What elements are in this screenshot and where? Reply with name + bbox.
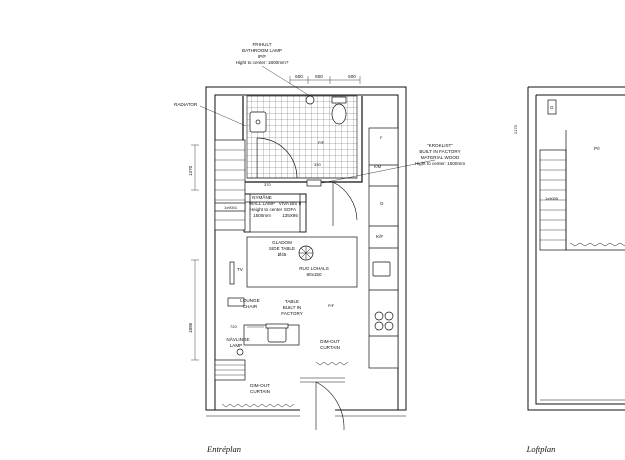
- pf-label: P/F: [318, 140, 325, 145]
- loft-dim-2170: 2170: [513, 124, 518, 134]
- nymane-label-2: WALL LAMP: [249, 201, 275, 206]
- loft-code: 1x9005: [545, 196, 559, 201]
- kroklist-label-2: BUILT IN FACTORY: [419, 149, 460, 154]
- frihult-label-1: FRIHULT: [252, 42, 271, 47]
- kroklist-label-3: MATERIAL WOOD: [421, 155, 460, 160]
- entry-plan: [191, 65, 436, 431]
- caption-loft: Loftplan: [526, 444, 556, 454]
- dim-top-3: 500: [348, 74, 356, 79]
- frihult-label-2: BATHROOM LAMP: [242, 48, 282, 53]
- viva-label-2: SOFA: [284, 207, 297, 212]
- frihult-label-3: IP/F: [258, 54, 267, 59]
- sink-icon: [249, 111, 267, 133]
- lounge-chair-icon: [227, 297, 245, 307]
- tv-icon: [229, 261, 235, 285]
- kroklist-label-1: "KROKLIST": [427, 143, 453, 148]
- rug-label-1: RUG LOHALS: [299, 266, 329, 271]
- shower-door-arc: [256, 137, 298, 179]
- dim-330: 330: [314, 162, 321, 167]
- kroklist-shelf: [306, 179, 322, 187]
- dim-top-1: 600: [295, 74, 303, 79]
- nymane-label-1: NYMÅNE: [252, 194, 272, 200]
- loft-bed-area: [565, 130, 625, 251]
- kitchen-units: [368, 127, 399, 369]
- nymane-label-4: 1500mm: [253, 213, 271, 218]
- dimout-curtain-bottom: [221, 403, 295, 408]
- tag-f: F: [380, 135, 383, 140]
- outer-walls: [205, 86, 407, 417]
- table-label-2: BUILT IN: [283, 305, 301, 310]
- viva-label-3: 135X95: [282, 213, 298, 218]
- tv-label: TV: [237, 267, 244, 272]
- lounge-label-1: LOUNGE: [240, 298, 259, 303]
- navlinge-label-1: NÄVLINGE: [226, 336, 249, 342]
- gladom-label-1: GLADOM: [272, 240, 292, 245]
- rug-label-2: 80x150: [306, 272, 322, 277]
- loft-plan: [527, 86, 625, 411]
- table-label-3: FACTORY: [281, 311, 303, 316]
- loft-tag-g: G: [550, 105, 554, 110]
- lounge-label-2: CHAIR: [243, 304, 258, 309]
- door-code: 1x9001: [224, 205, 238, 210]
- radiator-label: RADIATOR: [174, 102, 198, 107]
- bathroom-lamp-icon: [305, 95, 315, 105]
- rug-icon: [246, 236, 358, 288]
- dim-720: 720: [230, 324, 237, 329]
- gladom-label-3: Ø45: [278, 252, 287, 257]
- wm-label: K/M: [374, 164, 381, 169]
- nymane-label-3: Height to center: [250, 207, 283, 212]
- dimout-right-label-1: DIM-OUT: [320, 339, 340, 344]
- storage-block: [214, 359, 246, 381]
- chair-icon: [265, 323, 289, 343]
- dim-370: 370: [264, 182, 271, 187]
- frihult-label-4: Hight to center: 1800mm?: [236, 60, 289, 65]
- dimout-right-label-2: CURTAIN: [320, 345, 340, 350]
- entry-stair: [214, 139, 246, 231]
- gladom-label-2: SIDE TABLE: [269, 246, 295, 251]
- table-label-1: TABLE: [285, 299, 299, 304]
- tag-g-1: G: [380, 201, 384, 206]
- caption-entry: Entréplan: [206, 444, 241, 454]
- navlinge-lamp-icon: [236, 348, 244, 356]
- kroklist-label-4: Hight to center: 1500mm: [415, 161, 465, 166]
- fridge-label: K/F: [376, 234, 383, 239]
- dim-left-lower: 1895: [188, 322, 193, 333]
- navlinge-label-2: LAMP: [230, 343, 243, 348]
- bathroom-door: [332, 181, 358, 226]
- loft-railing: [569, 242, 625, 247]
- leader-lines: [199, 65, 436, 184]
- dimension-lines: [191, 76, 361, 361]
- dim-left-upper: 1470: [188, 165, 193, 176]
- annotations: FRIHULT BATHROOM LAMP IP/F Hight to cent…: [174, 42, 600, 454]
- toilet-icon: [331, 96, 347, 125]
- loft-tag-pi: P/I: [594, 146, 600, 151]
- entry-door: [300, 377, 345, 431]
- dim-top-2: 600: [315, 74, 323, 79]
- pf-label-lower: P/F: [328, 303, 335, 308]
- dimout-bottom-label-2: CURTAIN: [250, 389, 270, 394]
- side-table-icon: [298, 245, 314, 261]
- dimout-curtain-right: [315, 361, 349, 366]
- bathroom-wall: [242, 96, 363, 183]
- dimout-bottom-label-1: DIM-OUT: [250, 383, 270, 388]
- viva-label-1: VIVA BIS II: [279, 201, 301, 206]
